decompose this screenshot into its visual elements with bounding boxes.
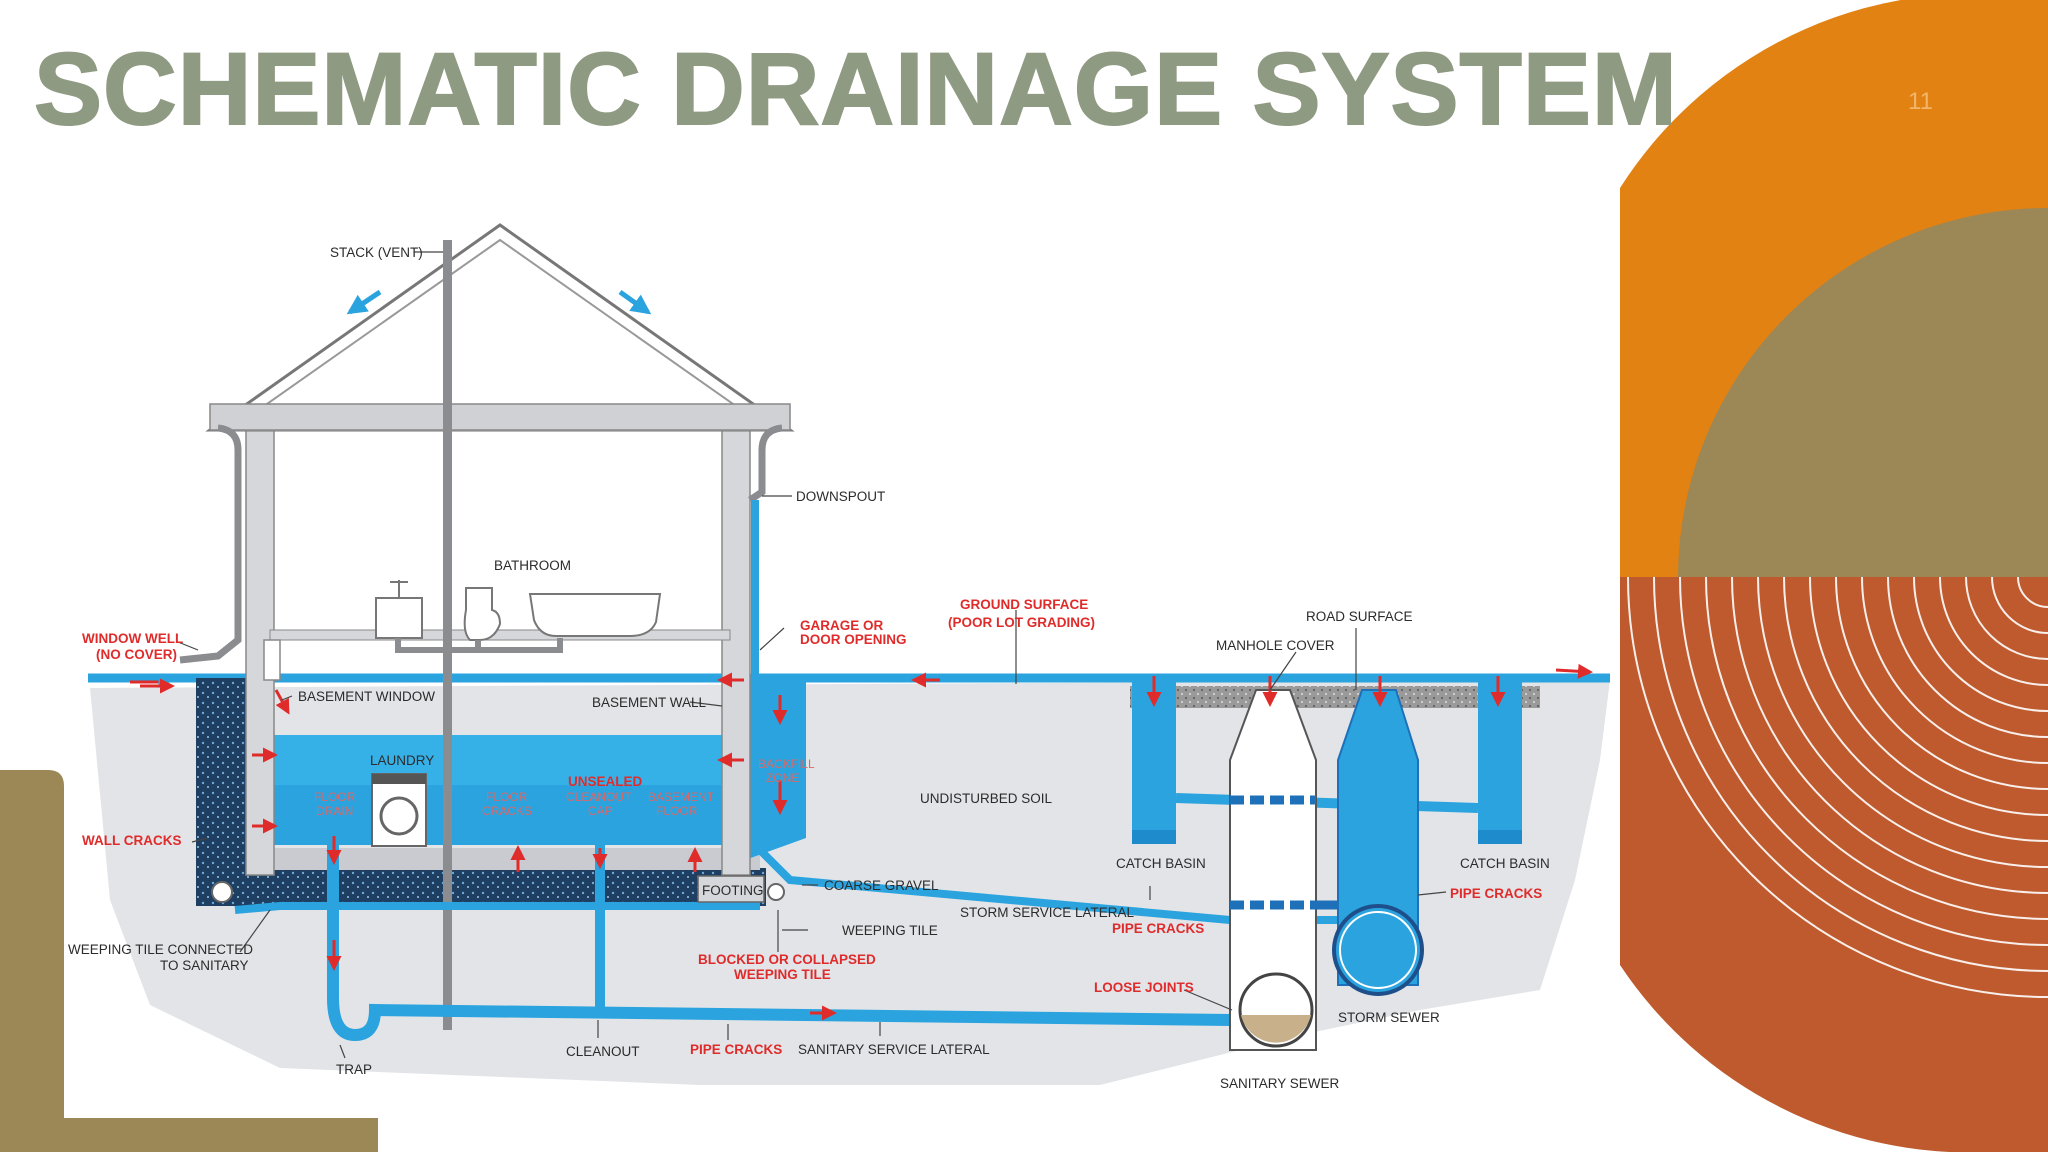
slide-number: 11 xyxy=(1908,88,1933,115)
label-road-surface: ROAD SURFACE xyxy=(1306,609,1413,624)
label-laundry: LAUNDRY xyxy=(370,753,434,768)
rust-arc-shape xyxy=(1620,577,2048,1152)
label-weeping-conn-1: WEEPING TILE CONNECTED xyxy=(68,942,253,957)
label-downspout: DOWNSPOUT xyxy=(796,489,885,504)
label-floor-cracks-1: FLOOR xyxy=(486,790,528,804)
label-loose-joints: LOOSE JOINTS xyxy=(1094,980,1194,995)
stack-vent xyxy=(443,240,452,1030)
label-pipe-cracks-san: PIPE CRACKS xyxy=(690,1042,782,1057)
basement-window-icon xyxy=(263,639,281,681)
window-well xyxy=(196,678,250,868)
olive-arc-shape xyxy=(1678,208,2048,578)
basement-slab xyxy=(250,848,760,870)
downspout-left xyxy=(179,424,242,664)
sanitary-piping xyxy=(234,800,1233,1042)
road-surface xyxy=(1130,686,1540,708)
leader-lines xyxy=(177,251,1447,1059)
label-floor-drain-2: DRAIN xyxy=(316,804,353,818)
label-manhole-cover: MANHOLE COVER xyxy=(1216,638,1335,653)
label-window-well-2: (NO COVER) xyxy=(96,647,177,662)
label-storm-sewer: STORM SEWER xyxy=(1338,1010,1440,1025)
bathtub-icon xyxy=(528,593,662,637)
house xyxy=(179,223,1231,1030)
infiltration-arrows xyxy=(130,663,1593,1021)
label-trap: TRAP xyxy=(336,1062,372,1077)
label-unsealed-3: CAP xyxy=(588,804,613,818)
label-stack-vent: STACK (VENT) xyxy=(330,245,423,260)
storm-sewer-pipe xyxy=(1332,904,1424,996)
label-pipe-cracks-right: PIPE CRACKS xyxy=(1450,886,1542,901)
label-floor-cracks-2: CRACKS xyxy=(482,804,532,818)
label-sanitary-lateral: SANITARY SERVICE LATERAL xyxy=(798,1042,990,1057)
label-coarse-gravel: COARSE GRAVEL xyxy=(824,878,939,893)
toilet-icon xyxy=(463,587,502,641)
slide-title: SCHEMATIC DRAINAGE SYSTEM xyxy=(33,32,1678,146)
label-backfill-2: ZONE xyxy=(766,771,799,785)
label-footing: FOOTING xyxy=(702,883,764,898)
footing-box xyxy=(697,875,765,903)
label-garage-1: GARAGE OR xyxy=(800,618,884,633)
label-cleanout: CLEANOUT xyxy=(566,1044,640,1059)
label-sanitary-sewer: SANITARY SEWER xyxy=(1220,1076,1340,1091)
sanitary-manhole xyxy=(1229,689,1317,1051)
backfill-zone xyxy=(745,678,806,860)
storm-connector-pipe xyxy=(1175,793,1479,813)
label-pipe-cracks-storm: PIPE CRACKS xyxy=(1112,921,1204,936)
label-blocked-1: BLOCKED OR COLLAPSED xyxy=(698,952,876,967)
label-wall-cracks: WALL CRACKS xyxy=(82,833,182,848)
label-basement-wall: BASEMENT WALL xyxy=(592,695,707,710)
label-unsealed-1: UNSEALED xyxy=(568,774,643,789)
coarse-gravel-bed xyxy=(196,868,766,906)
label-unsealed-2: CLEANOUT xyxy=(566,790,632,804)
label-ground-2: (POOR LOT GRADING) xyxy=(948,615,1095,630)
olive-corner-shape xyxy=(0,770,378,1152)
downspout-right xyxy=(748,424,783,503)
label-floor-drain-1: FLOOR xyxy=(314,790,356,804)
label-storm-lateral: STORM SERVICE LATERAL xyxy=(960,905,1135,920)
label-catch-basin-right: CATCH BASIN xyxy=(1460,856,1550,871)
label-basement-floor-1: BASEMENT xyxy=(648,790,715,804)
sink-icon xyxy=(375,597,423,639)
label-basement-floor-2: FLOOR xyxy=(656,804,698,818)
label-weeping-tile: WEEPING TILE xyxy=(842,923,938,938)
label-catch-basin-left: CATCH BASIN xyxy=(1116,856,1206,871)
diagram-labels: STACK (VENT) DOWNSPOUT BATHROOM GARAGE O… xyxy=(68,245,1550,1091)
label-garage-2: DOOR OPENING xyxy=(800,632,907,647)
label-ground-1: GROUND SURFACE xyxy=(960,597,1088,612)
catch-basin-right xyxy=(1478,678,1522,844)
label-undisturbed-soil: UNDISTURBED SOIL xyxy=(920,791,1053,806)
label-backfill-1: BACKFILL xyxy=(758,757,815,771)
weeping-tile-pipe xyxy=(767,883,785,901)
label-window-well-1: WINDOW WELL xyxy=(82,631,183,646)
label-blocked-2: WEEPING TILE xyxy=(734,967,831,982)
label-basement-window: BASEMENT WINDOW xyxy=(298,689,435,704)
label-bathroom: BATHROOM xyxy=(494,558,571,573)
label-weeping-conn-2: TO SANITARY xyxy=(160,958,249,973)
